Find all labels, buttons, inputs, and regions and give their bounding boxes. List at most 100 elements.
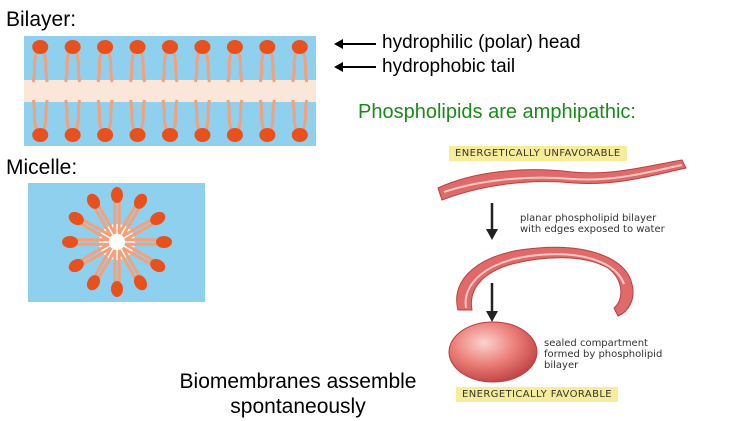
sealed-note-line1: sealed compartment [544, 338, 648, 349]
tail [93, 207, 113, 237]
planar-bilayer-note: planar phospholipid bilayer with edges e… [520, 213, 665, 235]
energetically-unfavorable-tag: ENERGETICALLY UNFAVORABLE [449, 146, 627, 161]
phospholipid [64, 99, 82, 142]
polar-head [291, 40, 308, 54]
phospholipid [62, 236, 109, 248]
lipid-group [62, 187, 172, 297]
bilayer-label: Bilayer: [6, 8, 77, 31]
polar-head [111, 281, 123, 297]
polar-head [150, 258, 166, 273]
arrow-left-icon [334, 39, 376, 49]
polar-head [226, 128, 243, 142]
planar-note-line1: planar phospholipid bilayer [520, 213, 657, 224]
polar-head [129, 40, 146, 54]
phospholipid [122, 211, 166, 242]
polar-head [86, 193, 101, 209]
curved-bilayer-sheet [456, 246, 634, 317]
sealed-compartment-note: sealed compartment formed by phospholipi… [544, 338, 662, 371]
phospholipid [117, 193, 148, 237]
tail [80, 242, 110, 262]
phospholipid [258, 99, 276, 142]
tail [82, 218, 112, 238]
assembly-caption: Biomembranes assemble spontaneously [160, 369, 436, 419]
polar-head [150, 211, 166, 226]
phospholipid [161, 40, 179, 83]
tail [122, 246, 152, 266]
phospholipid [31, 40, 49, 83]
hydrophobic-tail-label: hydrophobic tail [382, 56, 516, 77]
caption-line2: spontaneously [230, 395, 366, 418]
polar-head [194, 128, 211, 142]
tail [121, 207, 141, 237]
polar-head [156, 236, 172, 248]
phospholipid [125, 236, 172, 248]
tail [117, 205, 137, 235]
tail [122, 218, 152, 238]
polar-head [129, 128, 146, 142]
micelle-label: Micelle: [6, 156, 78, 179]
tail [82, 246, 112, 266]
phospholipid [86, 247, 117, 291]
polar-head [64, 128, 81, 142]
tail [93, 247, 113, 277]
phospholipid [96, 99, 114, 142]
sealed-note-line3: bilayer [544, 360, 579, 371]
energetically-favorable-tag: ENERGETICALLY FAVORABLE [456, 387, 619, 402]
polar-head [133, 275, 148, 291]
polar-head [62, 236, 78, 248]
polar-head [64, 40, 81, 54]
phospholipid [111, 187, 123, 234]
phospholipid [291, 40, 309, 83]
polar-head [259, 40, 276, 54]
phospholipid [226, 40, 244, 83]
phospholipid [122, 242, 166, 273]
polar-head [194, 40, 211, 54]
phospholipid [161, 99, 179, 142]
phospholipid [117, 247, 148, 291]
label-arrows [334, 39, 376, 72]
bilayer-core [24, 80, 316, 102]
phospholipid [193, 40, 211, 83]
polar-head [259, 128, 276, 142]
phospholipid [129, 99, 147, 142]
polar-head [97, 128, 114, 142]
phospholipid [291, 99, 309, 142]
polar-head [162, 128, 178, 142]
phospholipid [86, 193, 117, 237]
caption-line1: Biomembranes assemble [179, 370, 417, 393]
phospholipid [111, 250, 123, 297]
lipid-group [31, 40, 309, 142]
hydrophilic-head-label: hydrophilic (polar) head [382, 32, 581, 53]
phospholipid [68, 211, 112, 242]
phospholipid [68, 242, 112, 273]
phospholipid [64, 40, 82, 83]
tail [97, 205, 117, 235]
polar-head [32, 40, 49, 54]
phospholipid [129, 40, 147, 83]
polar-head [291, 128, 308, 142]
phospholipid [258, 40, 276, 83]
micelle-illustration [28, 183, 205, 302]
polar-head [111, 187, 123, 203]
bilayer-illustration [24, 36, 316, 146]
polar-head [68, 211, 84, 226]
tail [124, 222, 154, 242]
phospholipid [193, 99, 211, 142]
polar-head [162, 40, 178, 54]
polar-head [68, 258, 84, 273]
tail [117, 249, 137, 279]
planar-bilayer-sheet [437, 159, 687, 201]
phospholipid [226, 99, 244, 142]
polar-head [32, 128, 49, 142]
micelle-core [99, 224, 135, 260]
sealed-note-line2: formed by phospholipid [544, 349, 663, 360]
tail [80, 222, 110, 242]
sealed-compartment-sphere [448, 321, 538, 383]
phospholipid [31, 99, 49, 142]
polar-head [133, 193, 148, 209]
tail [97, 249, 117, 279]
polar-head [226, 40, 243, 54]
tail [121, 247, 141, 277]
phospholipid [96, 40, 114, 83]
amphipathic-title: Phospholipids are amphipathic: [358, 101, 636, 123]
